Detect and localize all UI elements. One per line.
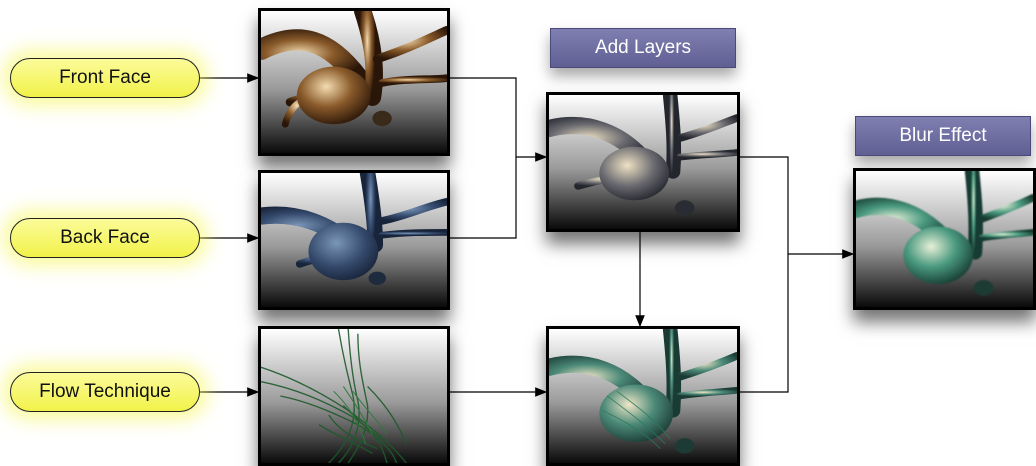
back-face-label: Back Face (10, 218, 200, 258)
combined-render (546, 326, 740, 466)
front-face-render (258, 8, 450, 156)
flow-technique-render (258, 326, 450, 466)
flow-technique-label: Flow Technique (10, 372, 200, 412)
line-front-to-merge (449, 78, 516, 238)
add-layers-header: Add Layers (550, 28, 736, 68)
line-to-blur (740, 157, 788, 392)
front-face-label: Front Face (10, 58, 200, 98)
blur-effect-header: Blur Effect (855, 116, 1031, 156)
blur-effect-render (853, 168, 1036, 310)
add-layers-render (546, 92, 740, 232)
back-face-render (258, 170, 450, 310)
